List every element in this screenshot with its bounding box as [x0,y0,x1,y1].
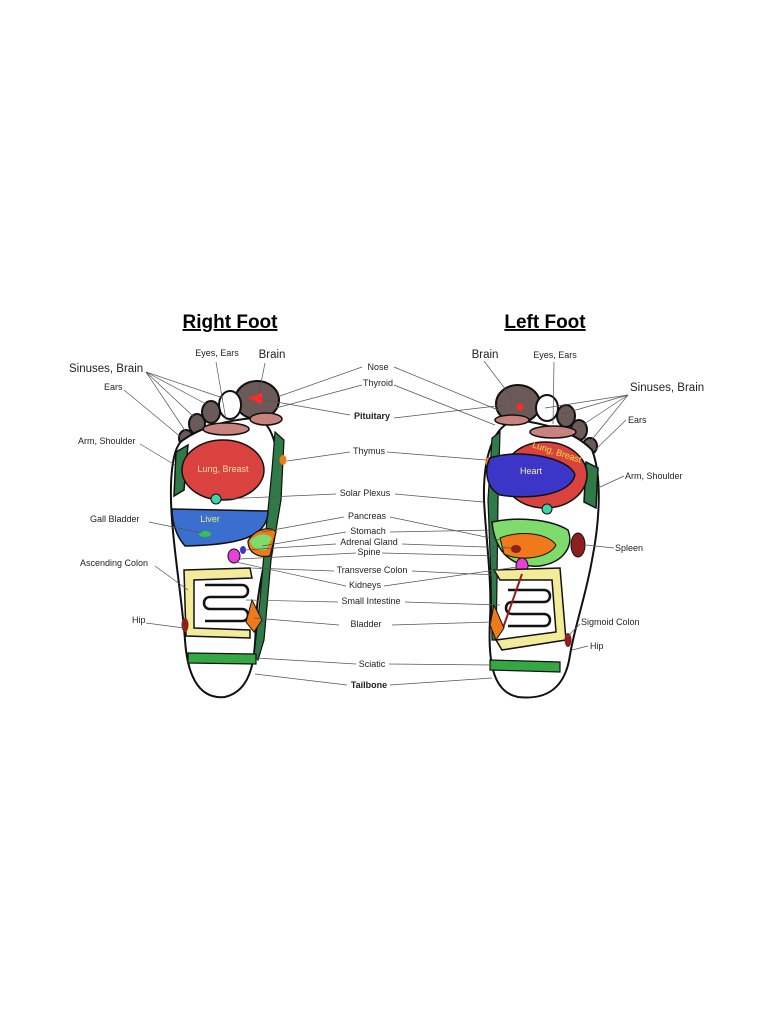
left-eyes-ears-zone [529,425,577,439]
label-kidneys: Kidneys [349,580,382,590]
right-brain-point [248,393,262,404]
label-spleen: Spleen [615,543,643,553]
right-toe-3 [201,400,221,424]
label-tailbone: Tailbone [351,680,387,690]
label-ears-left: Ears [628,415,647,425]
label-thyroid: Thyroid [363,378,393,388]
right-colon-zone [183,567,253,639]
right-adrenal-point [240,546,246,554]
label-ears-right: Ears [104,382,123,392]
label-brain-left: Brain [472,349,499,361]
right-solar-plexus-point [210,493,222,505]
left-small-intestine [504,588,552,628]
left-ureter-line [502,573,523,629]
label-arm-shoulder-left: Arm, Shoulder [625,471,683,481]
right-gall-bladder-point [199,531,211,537]
label-hip-right: Hip [132,615,146,625]
label-transverse-colon: Transverse Colon [337,565,408,575]
label-bladder: Bladder [350,619,381,629]
right-lung-label: Lung, Breast [197,464,249,474]
label-adrenal-gland: Adrenal Gland [340,537,398,547]
label-sinuses-brain-right: Sinuses, Brain [69,363,143,375]
label-arm-shoulder-right: Arm, Shoulder [78,436,136,446]
left-foot-title: Left Foot [504,312,586,333]
label-ascending-colon: Ascending Colon [80,558,148,568]
label-thymus: Thymus [353,446,386,456]
label-pituitary: Pituitary [354,411,390,421]
label-nose: Nose [367,362,388,372]
label-gall-bladder: Gall Bladder [90,514,140,524]
label-sciatic: Sciatic [359,659,386,669]
label-eyes-ears-right: Eyes, Ears [195,348,239,358]
left-heart-label: Heart [520,466,543,476]
right-liver-label: Liver [200,514,220,524]
label-solar-plexus: Solar Plexus [340,488,391,498]
right-bladder-zone [245,598,263,633]
left-spleen-zone [570,532,586,558]
right-kidney-zone [227,548,241,564]
left-adrenal-point [511,545,521,553]
right-sciatic-zone [187,652,257,665]
right-eyes-ears-zone [202,422,250,436]
left-brain-point [516,403,524,411]
left-heart-zone [486,453,576,498]
right-toe-2 [218,390,242,420]
right-shoulder-zone [173,443,189,498]
label-eyes-ears-left: Eyes, Ears [533,350,577,360]
left-bladder-zone [489,603,505,642]
right-lung-zone [181,439,265,501]
label-brain-right: Brain [259,349,286,361]
right-liver-zone [171,508,269,547]
label-hip-left: Hip [590,641,604,651]
left-foot: Lung, Breast Heart [482,384,600,699]
right-pancreas-zone [250,534,272,551]
left-nose-zone [494,414,530,426]
label-sinuses-brain-left: Sinuses, Brain [630,382,704,394]
right-foot: Lung, Breast Liver [169,380,287,699]
right-thymus-point [279,455,287,465]
leader-lines [123,360,629,686]
right-foot-title: Right Foot [183,312,279,333]
label-sigmoid-colon: Sigmoid Colon [581,617,640,627]
left-hip-point [564,633,572,647]
left-solar-plexus-point [541,503,553,515]
left-sciatic-zone [489,659,561,673]
label-stomach: Stomach [350,526,386,536]
right-nose-zone [249,412,283,426]
label-spine: Spine [357,547,380,557]
right-hip-point [181,618,189,632]
label-small-intestine: Small Intestine [341,596,400,606]
label-pancreas: Pancreas [348,511,387,521]
